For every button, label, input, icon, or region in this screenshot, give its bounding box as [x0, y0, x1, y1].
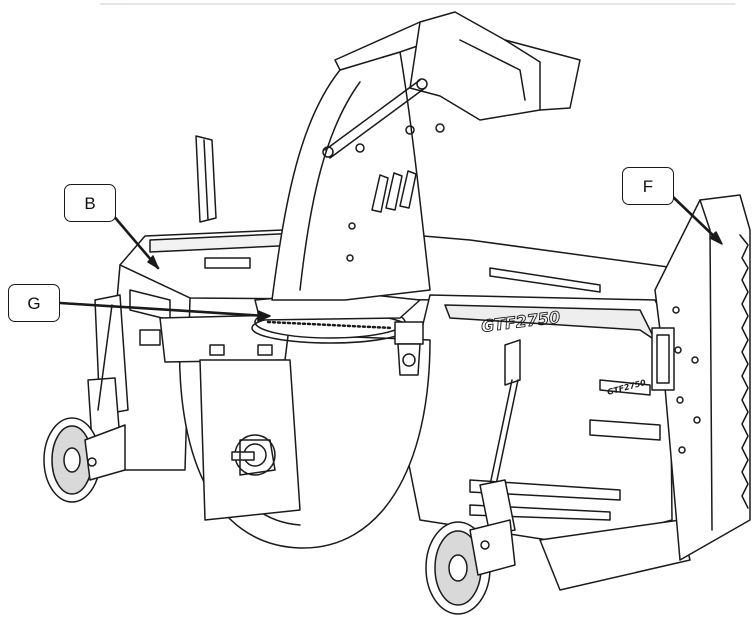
callout-label-b: B	[64, 184, 116, 222]
leader-g-arrow	[257, 310, 271, 322]
side-skid-right	[539, 519, 691, 591]
rear-post	[195, 135, 217, 223]
leader-g	[58, 301, 268, 318]
discharge-chute	[271, 11, 581, 301]
side-shield	[651, 194, 751, 561]
left-caster-wheel	[43, 417, 126, 503]
hitch-arm-left	[87, 294, 129, 443]
callout-label-g: G	[8, 284, 60, 322]
chute-motor	[394, 321, 424, 376]
leader-b-arrow	[147, 255, 159, 269]
right-housing	[399, 294, 673, 546]
leader-f-arrow	[709, 231, 723, 245]
leader-f	[670, 194, 720, 242]
callout-label-f: F	[622, 167, 674, 205]
right-caster-wheel	[425, 519, 516, 615]
pto-gearbox	[231, 434, 276, 476]
